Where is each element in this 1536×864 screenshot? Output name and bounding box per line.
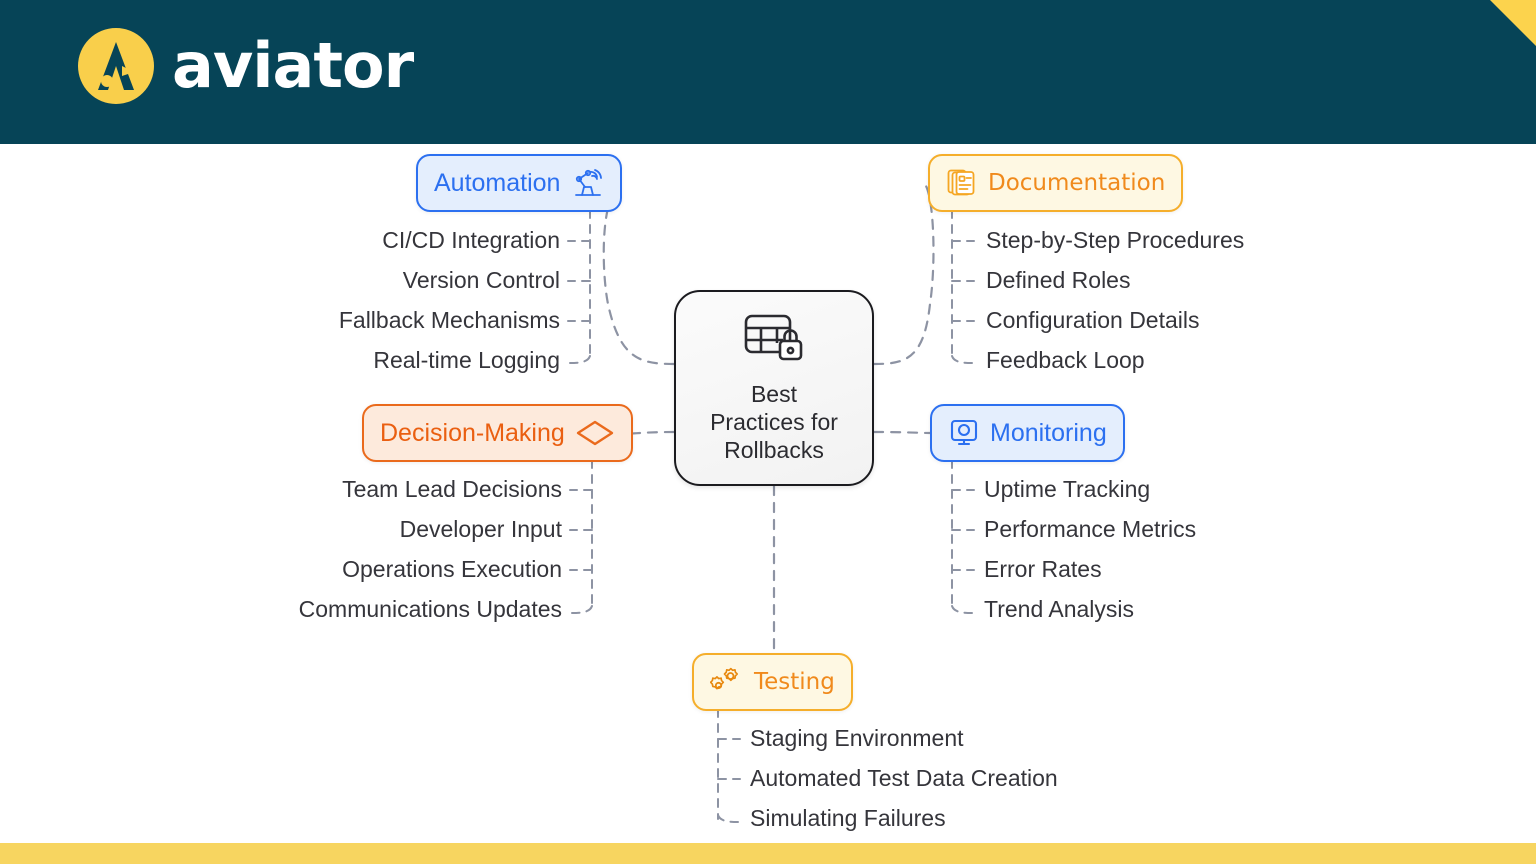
sub-item[interactable]: Developer Input: [399, 516, 562, 542]
sub-item[interactable]: Real-time Logging: [373, 347, 560, 373]
sub-item[interactable]: Staging Environment: [750, 725, 964, 751]
sub-item[interactable]: Uptime Tracking: [984, 476, 1151, 502]
sub-item[interactable]: CI/CD Integration: [382, 227, 560, 253]
mindmap-canvas: Best Practices for Rollbacks Automation …: [0, 144, 1536, 843]
sub-list-testing: Staging Environment Automated Test Data …: [750, 718, 1170, 838]
diamond-icon: [575, 419, 615, 447]
sub-item[interactable]: Feedback Loop: [986, 347, 1145, 373]
sub-item[interactable]: Communications Updates: [298, 596, 562, 622]
sub-item[interactable]: Trend Analysis: [984, 596, 1134, 622]
brand-logo[interactable]: aviator: [78, 28, 414, 104]
branch-label-testing: Testing: [754, 668, 835, 695]
sub-item[interactable]: Team Lead Decisions: [342, 476, 562, 502]
sub-item[interactable]: Fallback Mechanisms: [338, 307, 560, 333]
branch-node-documentation[interactable]: Documentation: [928, 154, 1184, 212]
center-node[interactable]: Best Practices for Rollbacks: [674, 290, 874, 486]
sub-list-decision-making: Team Lead Decisions Developer Input Oper…: [160, 469, 562, 629]
sub-list-monitoring: Uptime Tracking Performance Metrics Erro…: [984, 469, 1404, 629]
sub-list-automation: CI/CD Integration Version Control Fallba…: [200, 220, 560, 380]
sub-item[interactable]: Automated Test Data Creation: [750, 765, 1058, 791]
sub-item[interactable]: Operations Execution: [342, 556, 562, 582]
sub-item[interactable]: Error Rates: [984, 556, 1102, 582]
sub-item[interactable]: Simulating Failures: [750, 805, 946, 831]
branch-node-testing[interactable]: Testing: [692, 653, 853, 711]
documents-stack-icon: [946, 167, 978, 199]
branch-node-automation[interactable]: Automation: [416, 154, 623, 212]
sub-item[interactable]: Version Control: [402, 267, 560, 293]
robot-arm-icon: [570, 168, 604, 198]
sub-item[interactable]: Configuration Details: [986, 307, 1200, 333]
brand-name: aviator: [172, 29, 414, 102]
branch-node-decision-making[interactable]: Decision-Making: [362, 404, 633, 462]
footer-accent-bar: [0, 843, 1536, 864]
center-node-title: Best Practices for Rollbacks: [710, 380, 838, 463]
aviator-a-logo-icon: [78, 28, 154, 104]
corner-accent-triangle: [1490, 0, 1536, 46]
table-lock-icon: [743, 313, 805, 372]
branch-label-monitoring: Monitoring: [990, 418, 1107, 447]
monitor-screen-icon: [948, 417, 980, 449]
gears-icon: [710, 667, 744, 697]
sub-item[interactable]: Defined Roles: [986, 267, 1131, 293]
sub-item[interactable]: Performance Metrics: [984, 516, 1197, 542]
page-header: aviator: [0, 0, 1536, 144]
sub-list-documentation: Step-by-Step Procedures Defined Roles Co…: [986, 220, 1406, 380]
sub-item[interactable]: Step-by-Step Procedures: [986, 227, 1245, 253]
branch-node-monitoring[interactable]: Monitoring: [930, 404, 1125, 462]
branch-label-documentation: Documentation: [988, 169, 1166, 196]
branch-label-decision-making: Decision-Making: [380, 418, 565, 447]
branch-label-automation: Automation: [434, 168, 561, 197]
